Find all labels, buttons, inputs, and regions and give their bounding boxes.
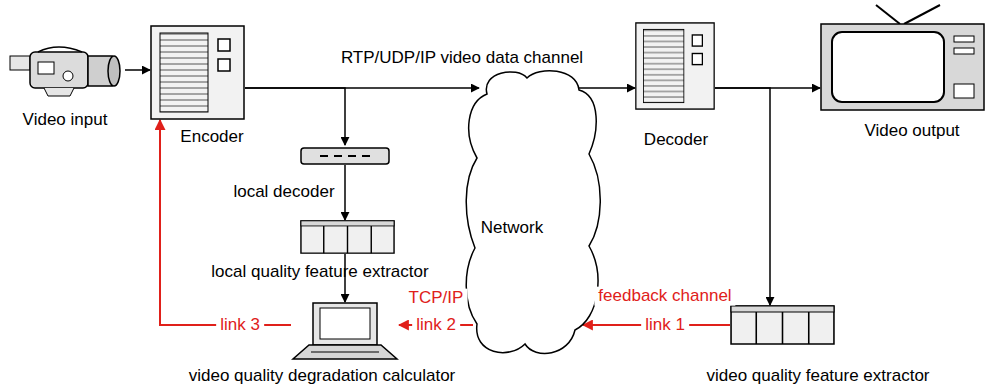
protocol-label: TCP/IP xyxy=(405,289,468,308)
node-label: Network xyxy=(481,219,543,238)
data-flow-arrow xyxy=(715,88,770,305)
channel-label: feedback channel xyxy=(594,287,735,306)
data-flow-arrow xyxy=(245,88,345,145)
tv-node: Video output xyxy=(820,4,985,112)
local-extractor-node: local quality feature extractor xyxy=(300,220,395,254)
calculator-node: video quality degradation calculator xyxy=(291,302,399,362)
link-label: link 2 xyxy=(412,316,460,335)
feedback-link xyxy=(160,120,291,325)
data-flow-arrow xyxy=(344,165,346,220)
encoder-node: Encoder xyxy=(150,25,245,120)
codec-icon xyxy=(635,22,715,110)
decoder-node: Decoder xyxy=(635,22,715,110)
local-decoder-node: local decoder xyxy=(300,145,390,165)
node-label: video quality feature extractor xyxy=(706,367,929,386)
node-label: Video input xyxy=(23,111,108,130)
link-label: link 3 xyxy=(216,316,264,335)
data-flow-arrow xyxy=(125,69,150,71)
node-label: local quality feature extractor xyxy=(211,263,428,282)
codec-icon xyxy=(150,25,245,120)
node-label: video quality degradation calculator xyxy=(189,367,456,386)
node-label: Decoder xyxy=(644,131,708,150)
laptop-icon xyxy=(291,302,399,362)
node-label: local decoder xyxy=(233,183,334,202)
camera-icon xyxy=(8,42,125,98)
camera-node: Video input xyxy=(8,42,125,98)
extractor-icon xyxy=(730,305,835,345)
node-label: Encoder xyxy=(180,128,243,147)
link-label: link 1 xyxy=(641,316,689,335)
network-cloud xyxy=(465,68,605,360)
tv-icon xyxy=(820,4,985,112)
data-flow-arrow xyxy=(579,87,635,89)
extractor-icon xyxy=(300,220,395,254)
decoder-device-icon xyxy=(300,145,390,165)
link-label: RTP/UDP/IP video data channel xyxy=(337,49,587,68)
feature-extractor-node: video quality feature extractor xyxy=(730,305,835,345)
node-label: Video output xyxy=(864,122,959,141)
network-cloud-node: Network xyxy=(465,68,605,360)
